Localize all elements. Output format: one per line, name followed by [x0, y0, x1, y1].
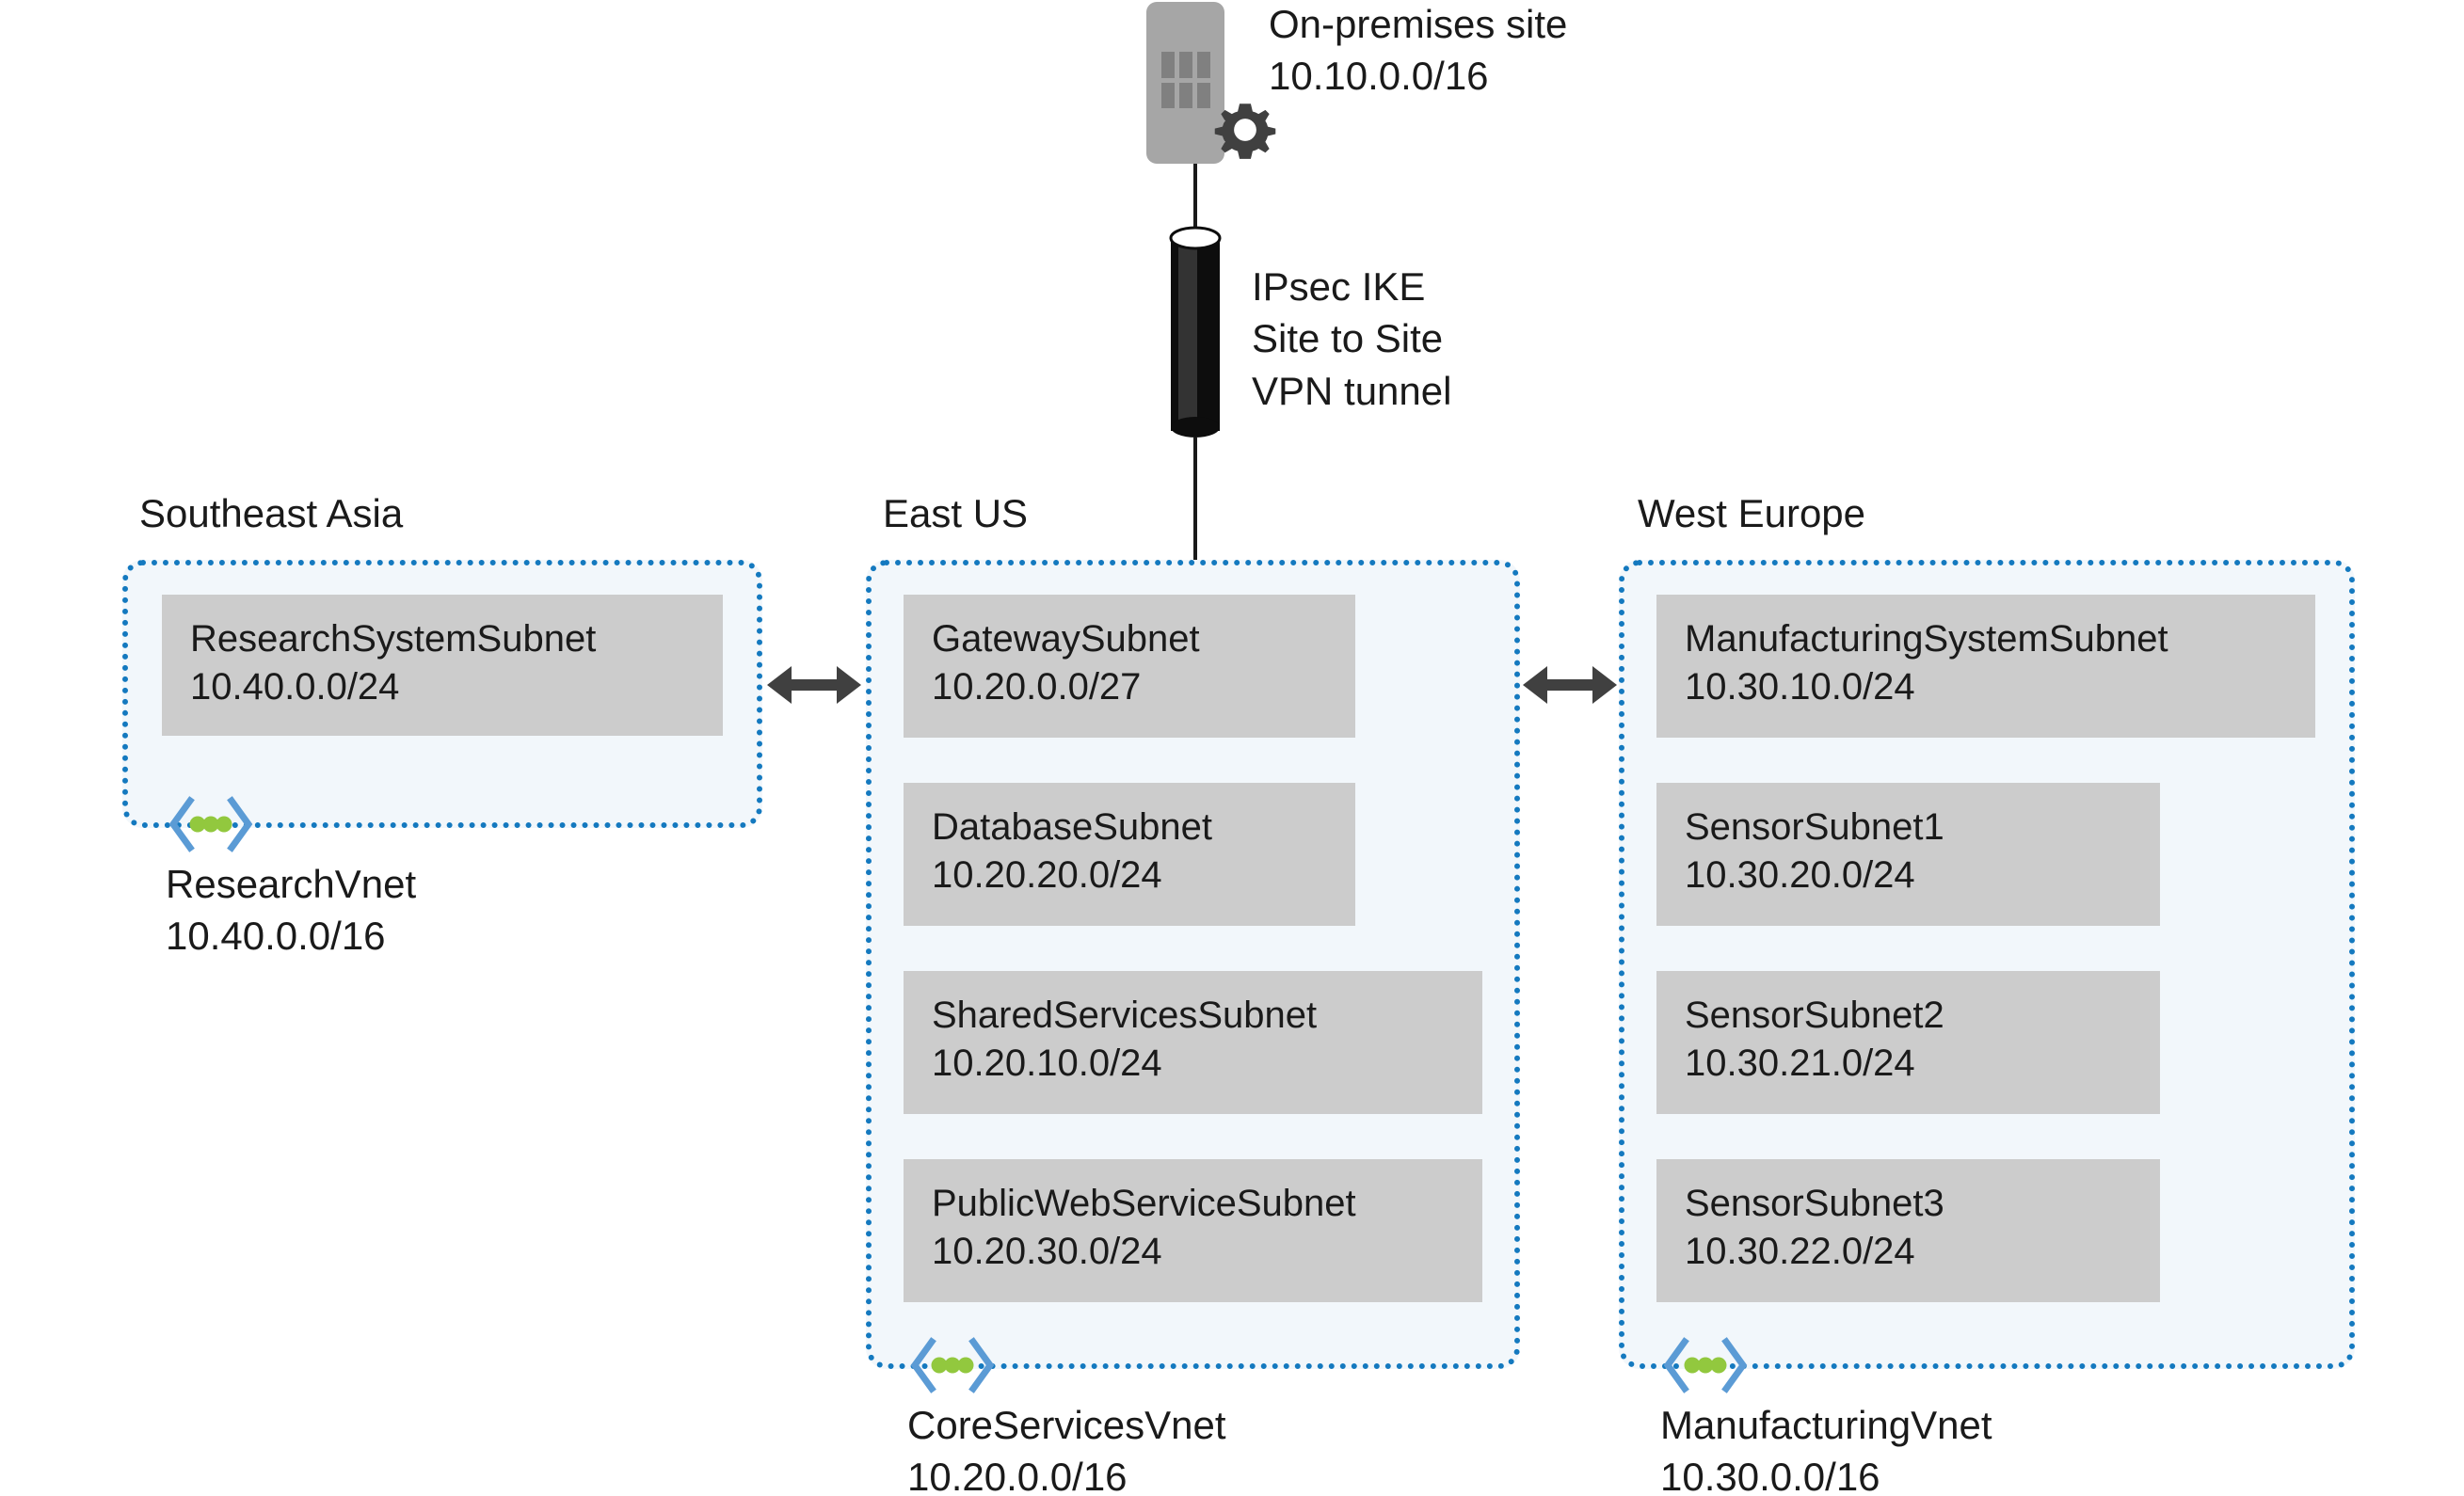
onpremises-building-windows: [1161, 52, 1210, 108]
vnet-glyph-icon: [168, 796, 253, 852]
bidirectional-arrow-icon-left: [767, 666, 861, 704]
subnet-manufacturingsystemsubnet[interactable]: ManufacturingSystemSubnet 10.30.10.0/24: [1656, 595, 2315, 738]
subnet-sensorsubnet2[interactable]: SensorSubnet2 10.30.21.0/24: [1656, 971, 2160, 1114]
building-window: [1161, 82, 1175, 108]
gear-icon: [1214, 103, 1276, 159]
subnet-gatewaysubnet[interactable]: GatewaySubnet 10.20.0.0/27: [904, 595, 1355, 738]
onpremises-site-label: On-premises site 10.10.0.0/16: [1269, 2, 1568, 99]
region-label-west-europe: West Europe: [1638, 491, 1866, 535]
building-window: [1197, 82, 1210, 108]
subnet-researchsystemsubnet[interactable]: ResearchSystemSubnet 10.40.0.0/24: [162, 595, 723, 736]
subnet-sharedservicessubnet[interactable]: SharedServicesSubnet 10.20.10.0/24: [904, 971, 1482, 1114]
subnet-databasesubnet[interactable]: DatabaseSubnet 10.20.20.0/24: [904, 783, 1355, 926]
building-window: [1179, 82, 1192, 108]
region-label-east-us: East US: [883, 491, 1029, 535]
vnet-caption-manufacturingvnet: ManufacturingVnet 10.30.0.0/16: [1660, 1403, 1992, 1496]
vnet-glyph-icon: [1663, 1337, 1748, 1393]
vpn-line-upper: [1193, 164, 1197, 231]
region-label-southeast-asia: Southeast Asia: [139, 491, 404, 535]
vpn-tunnel-icon: [1169, 226, 1222, 438]
vnet-caption-coreservicesvnet: CoreServicesVnet 10.20.0.0/16: [907, 1403, 1226, 1496]
vpn-line-lower: [1193, 438, 1197, 562]
building-window: [1161, 52, 1175, 78]
bidirectional-arrow-icon-right: [1523, 666, 1617, 704]
building-window: [1197, 52, 1210, 78]
subnet-sensorsubnet1[interactable]: SensorSubnet1 10.30.20.0/24: [1656, 783, 2160, 926]
vnet-glyph-icon: [910, 1337, 995, 1393]
vnet-caption-researchvnet: ResearchVnet 10.40.0.0/16: [166, 862, 417, 959]
vpn-tunnel-label: IPsec IKE Site to Site VPN tunnel: [1252, 264, 1452, 413]
subnet-publicwebservicesubnet[interactable]: PublicWebServiceSubnet 10.20.30.0/24: [904, 1159, 1482, 1302]
subnet-sensorsubnet3[interactable]: SensorSubnet3 10.30.22.0/24: [1656, 1159, 2160, 1302]
building-window: [1179, 52, 1192, 78]
